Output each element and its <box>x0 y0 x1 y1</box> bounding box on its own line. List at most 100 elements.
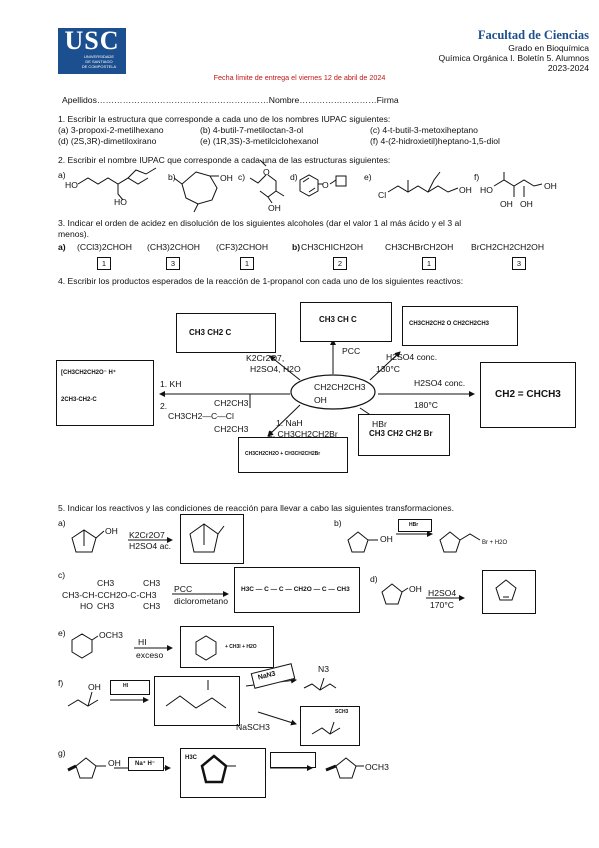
q5b-product: Br + H2O <box>482 540 508 546</box>
q1-b: (b) 4-butil-7-metiloctan-3-ol <box>200 125 304 135</box>
q5f-answer-box[interactable] <box>154 676 240 726</box>
q3-title-2: menos). <box>58 229 90 239</box>
q4-reagent-nah1: 1. NaH <box>276 418 303 428</box>
q4-reagent-kh: 1. KH <box>160 379 182 389</box>
q2-label-a: a) <box>58 170 66 180</box>
q5a-reagent-1: K2Cr2O7 <box>129 530 165 540</box>
q5e-reagent-2: exceso <box>136 650 164 660</box>
q4-reagent-hbr: HBr <box>372 419 387 429</box>
q2e-oh: OH <box>459 185 472 195</box>
q4-answer-aldehyde[interactable]: CH3 CH C <box>300 302 392 342</box>
q5a-answer-box[interactable] <box>180 514 244 564</box>
q2-label-d: d) <box>290 172 298 182</box>
q1-c: (c) 4-t-butil-3-metoxiheptano <box>370 125 478 135</box>
q2f-oh3: OH <box>544 181 557 191</box>
q2-title: 2. Escribir el nombre IUPAC que correspo… <box>58 155 391 165</box>
degree-line: Grado en Bioquímica <box>508 43 589 53</box>
q5c-reagent-2: diclorometano <box>174 596 228 606</box>
q4-reagent-h2so4-130: H2SO4 conc. <box>386 352 438 362</box>
q2-label-b: b) <box>168 172 176 182</box>
q5-title: 5. Indicar los reactivos y las condicion… <box>58 503 454 513</box>
q2e-cl: Cl <box>378 190 387 200</box>
q3-answer-1[interactable]: 1 <box>97 257 111 270</box>
q5e-label: e) <box>58 628 66 638</box>
q3-label-b: b) <box>292 242 301 252</box>
year-line: 2023-2024 <box>547 63 589 73</box>
q1-f: (f) 4-(2-hidroxietil)heptano-1,5-diol <box>370 136 500 146</box>
q5f-reagent-box[interactable]: HI <box>110 680 150 695</box>
q5f-n3: N3 <box>318 664 329 674</box>
q5c-answer-box[interactable]: H3C — C — C — CH2O — C — CH3 <box>234 567 360 613</box>
q4-answer-bromide-text: CH3 CH2 CH2 Br <box>369 429 433 438</box>
q2a-ho: HO <box>65 180 78 190</box>
q1-title: 1. Escribir la estructura que correspond… <box>58 114 391 124</box>
q5c-ch3d: CH3 <box>143 601 161 611</box>
q5a-oh: OH <box>105 526 118 536</box>
q5g-reagent-box-2[interactable] <box>270 752 316 768</box>
q5e-answer-box[interactable]: + CH3I + H2O <box>180 626 274 668</box>
q3-formula-5: CH3CHBrCH2OH <box>385 242 454 252</box>
q5c-ch3b: CH3 <box>143 578 161 588</box>
q1-d: (d) (2S,3R)-dimetiloxirano <box>58 136 157 146</box>
q5c-main: CH3-CH-CCH2O-C-CH3 <box>62 590 157 600</box>
q5e-och3: OCH3 <box>99 630 123 640</box>
nombre-field[interactable]: Nombre……………………… <box>268 95 377 105</box>
q4-answer-alkene[interactable]: CH2 = CHCH3 <box>480 362 576 428</box>
q5g-reagent-text: Na⁺ H⁻ <box>135 761 156 767</box>
q5e-reagent-1: HI <box>138 637 147 647</box>
q5g-reagent-box[interactable]: Na⁺ H⁻ <box>128 757 164 771</box>
q4-answer-ether[interactable]: CH3CH2CH2 O CH2CH2CH3 <box>402 306 518 346</box>
q5b-reagent-box[interactable]: HBr <box>398 519 432 532</box>
q5a-reagent-2: H2SO4 ac. <box>129 541 172 551</box>
q3-answer-3[interactable]: 1 <box>240 257 254 270</box>
q5c-ch3a: CH3 <box>97 578 115 588</box>
q4-alkyl-mid: CH3CH2—C—Cl <box>168 411 234 421</box>
student-info-line[interactable]: Apellidos……………………………………………………Nombre……………… <box>62 95 399 105</box>
q5f-nasch3: NaSCH3 <box>236 722 270 732</box>
q2c-oh: OH <box>268 203 281 213</box>
q4-reagent-dichromate-2: H2SO4, H2O <box>250 364 301 374</box>
q5a-label: a) <box>58 518 66 528</box>
q4-reagent-step2: 2. <box>160 401 168 411</box>
q5g-answer-box[interactable]: H3C <box>180 748 266 798</box>
q3-answer-4[interactable]: 2 <box>333 257 347 270</box>
q4-answer-acid[interactable]: CH3 CH2 C <box>176 313 276 353</box>
q5b-reagent-text: HBr <box>409 522 419 528</box>
q2-label-f: f) <box>474 172 480 182</box>
q4-reagent-pcc: PCC <box>342 346 361 356</box>
q5c-label: c) <box>58 570 66 580</box>
q5f-oh: OH <box>88 682 101 692</box>
q4-answer-nah[interactable]: CH3CH2CH2O + CH3CH2CH2Br <box>238 437 348 473</box>
q5d-answer-box[interactable] <box>482 570 536 614</box>
q3-answer-6[interactable]: 3 <box>512 257 526 270</box>
q3-answer-2[interactable]: 3 <box>166 257 180 270</box>
q4-answer-kh-text2: 2CH3-CH2-C <box>61 397 97 403</box>
q5f-answer-box-2[interactable]: SCH3 <box>300 706 360 746</box>
course-line: Química Orgánica I. Boletín 5. Alumnos <box>438 53 589 63</box>
firma-field[interactable]: Firma <box>376 95 399 105</box>
q4-reagent-h2so4-180: H2SO4 conc. <box>414 378 466 388</box>
q3-formula-4: CH3CHICH2OH <box>301 242 364 252</box>
apellidos-field[interactable]: Apellidos…………………………………………………… <box>62 95 269 105</box>
q5g-oh: OH <box>108 758 121 768</box>
q4-answer-kh-text1: [CH3CH2CH2O⁻ H⁺ <box>61 370 117 376</box>
q3-answer-5[interactable]: 1 <box>422 257 436 270</box>
logo-sub: UNIVERSIDADE <box>83 54 114 59</box>
q4-answer-bromide[interactable]: CH3 CH2 CH2 Br <box>358 414 450 456</box>
q4-answer-ether-text: CH3CH2CH2 O CH2CH2CH3 <box>409 321 490 327</box>
q5g-label: g) <box>58 748 66 758</box>
q5c-ch3c: CH3 <box>97 601 115 611</box>
q5g-och3: OCH3 <box>365 762 389 772</box>
q3-formula-1: (CCl3)2CHOH <box>77 242 132 252</box>
q4-answer-kh[interactable]: [CH3CH2CH2O⁻ H⁺ 2CH3-CH2-C <box>56 360 154 426</box>
deadline-notice: Fecha límite de entrega el viernes 12 de… <box>213 73 386 82</box>
q2d-o: O <box>322 180 329 190</box>
